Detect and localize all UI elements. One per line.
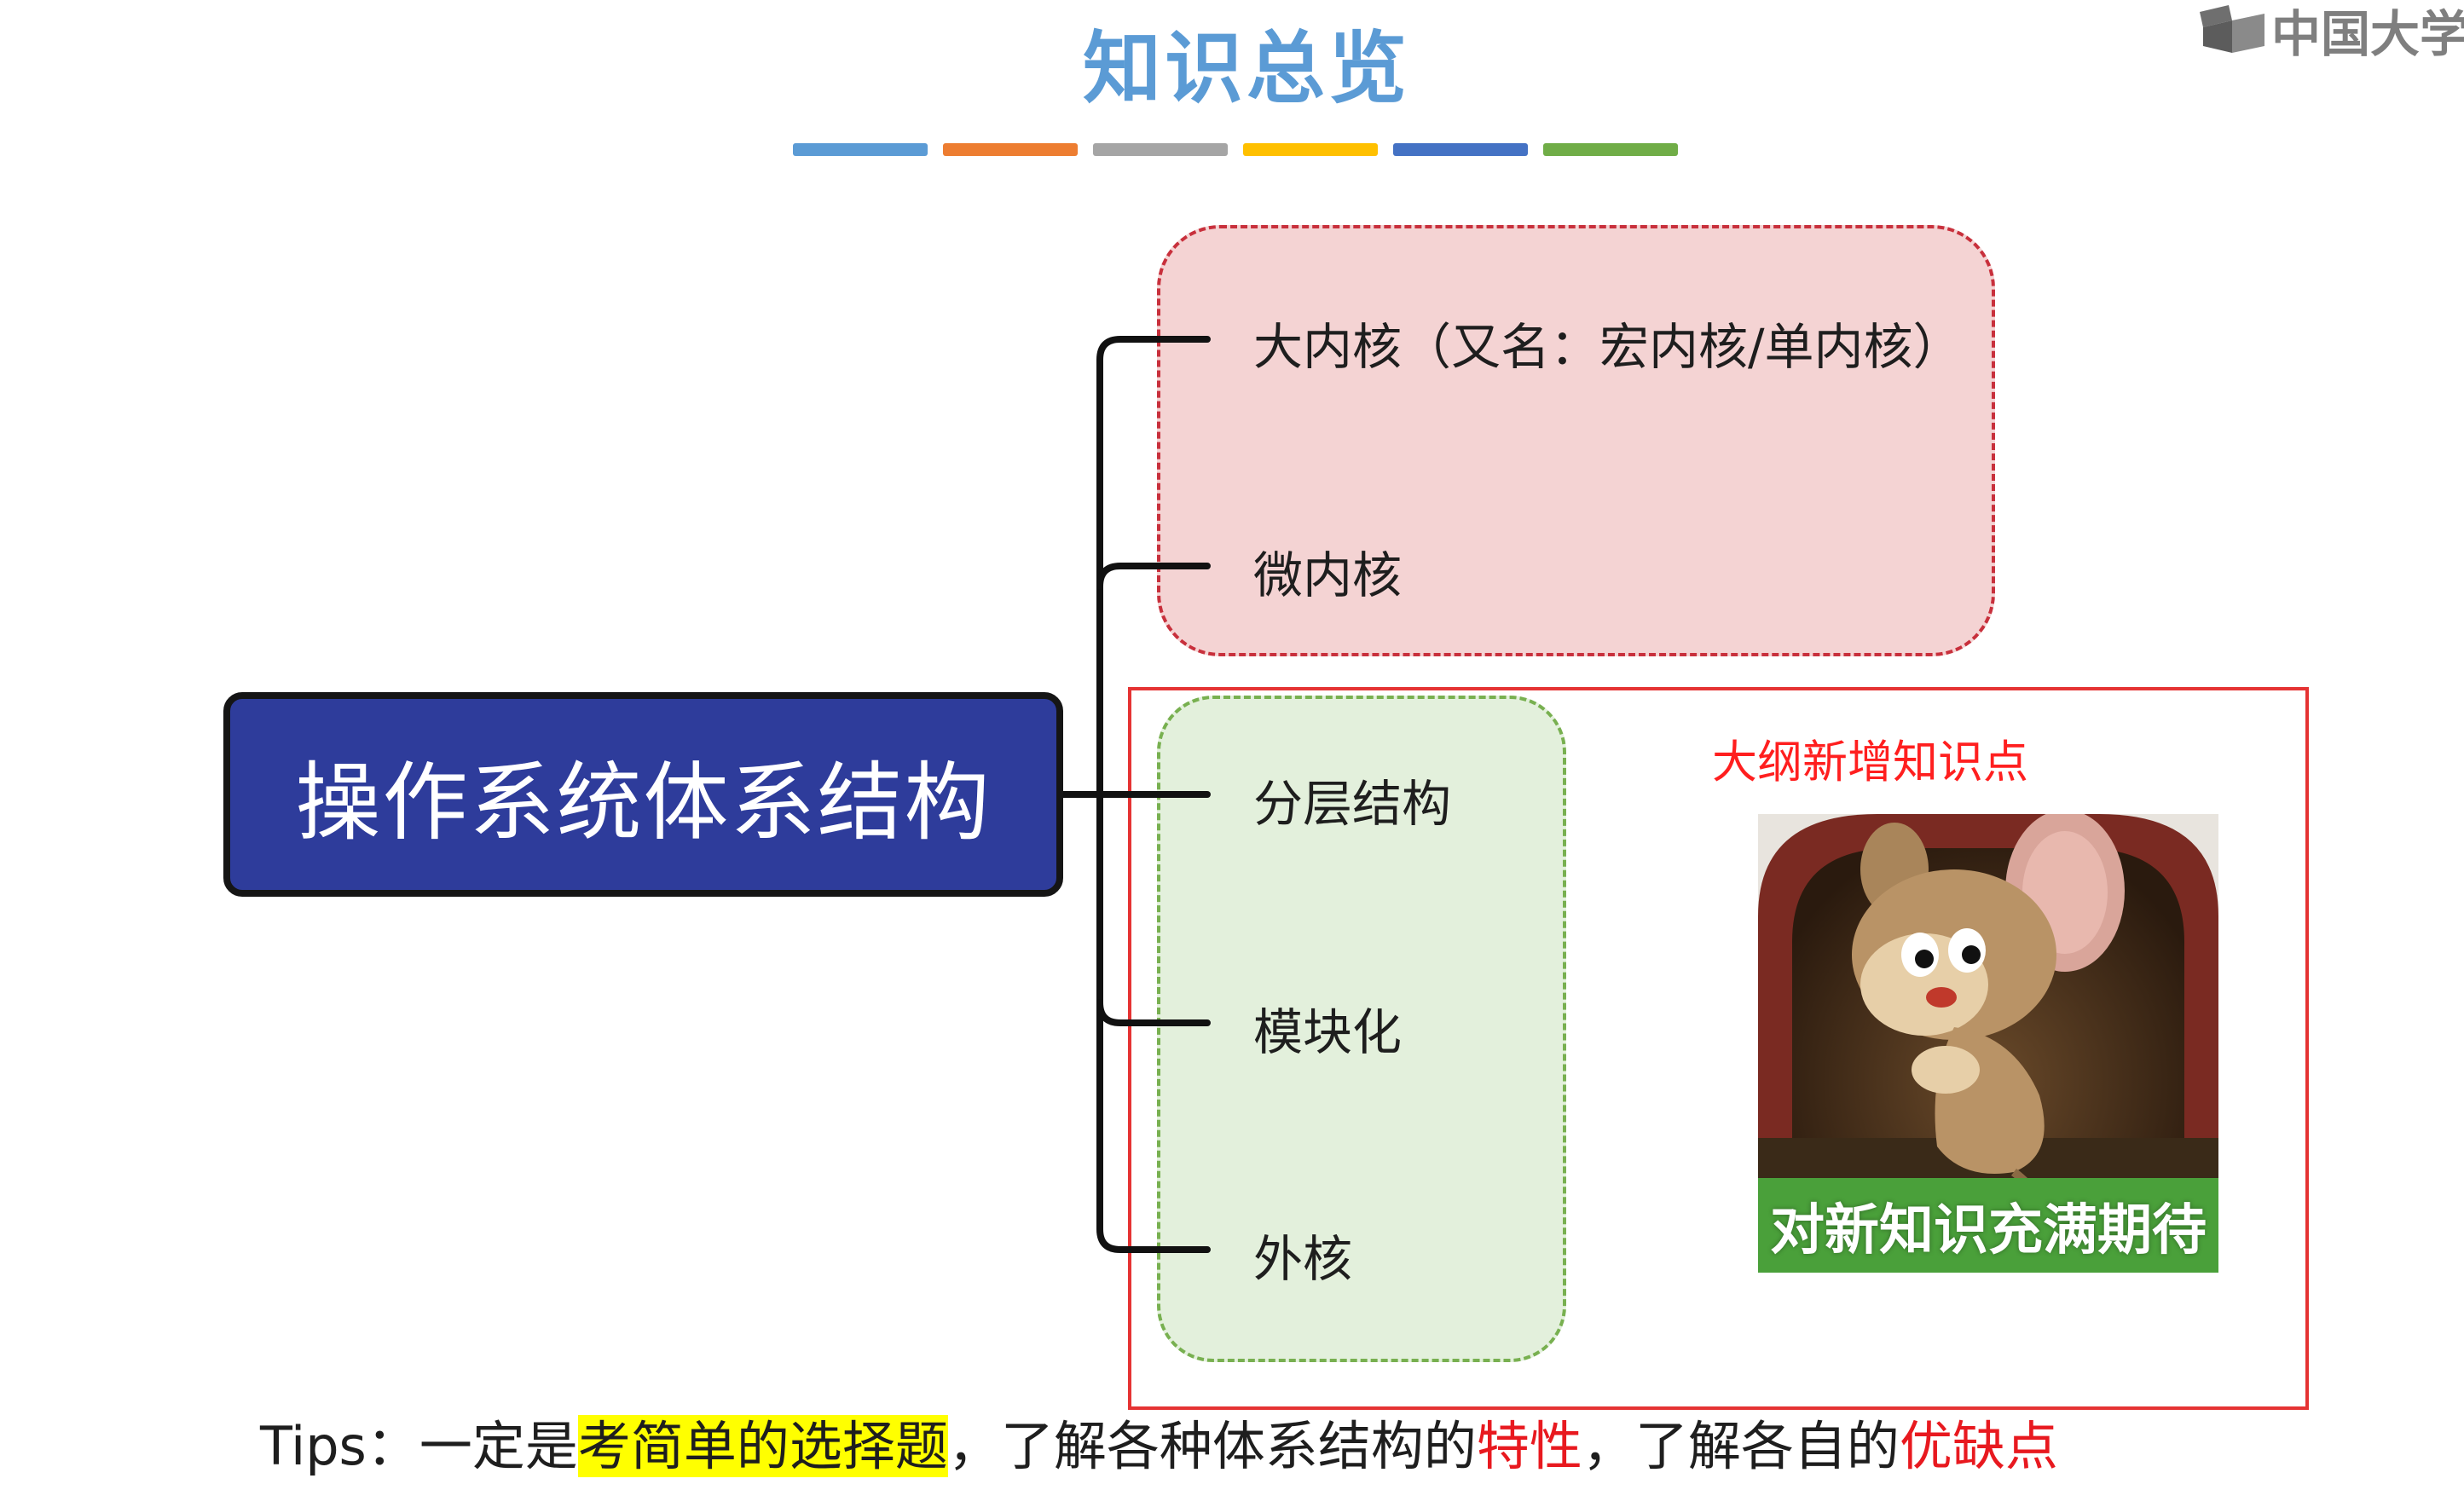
- new-topics-label: 大纲新增知识点: [1712, 736, 2028, 788]
- color-bar: [793, 143, 928, 156]
- tips-middle-2: ，了解各自的: [1582, 1415, 1900, 1477]
- mouse-picture: [1758, 814, 2218, 1273]
- new-topics-box: [1128, 687, 2309, 1410]
- branch-connector: [1096, 999, 1211, 1026]
- kernel-group-box: [1157, 225, 1995, 656]
- tips-middle: ，了解各种体系结构的: [947, 1415, 1477, 1477]
- tips-prefix: Tips：一定是: [260, 1415, 578, 1477]
- slide-title: 知识总览: [1082, 22, 1410, 114]
- color-bar: [1543, 143, 1678, 156]
- meme-caption: 对新知识充满期待: [1770, 1198, 2207, 1262]
- color-bar: [1093, 143, 1228, 156]
- leaf-monolithic-kernel: 大内核（又名：宏内核/单内核）: [1253, 318, 1963, 376]
- university-logo: 中国大学: [2198, 0, 2464, 63]
- leaf-layered-structure: 分层结构: [1253, 775, 1452, 833]
- tips-highlight: 考简单的选择题: [577, 1415, 948, 1477]
- logo-text: 中国大学: [2271, 5, 2464, 63]
- leaf-modular: 模块化: [1253, 1003, 1403, 1061]
- tips-red-characteristics: 特性: [1476, 1415, 1582, 1477]
- structure-group-box: [1157, 696, 1566, 1362]
- leaf-microkernel: 微内核: [1253, 546, 1403, 604]
- color-bar: [1243, 143, 1378, 156]
- leaf-exokernel: 外核: [1253, 1230, 1353, 1288]
- branch-connector: [1096, 563, 1211, 590]
- tips-red-pros-cons: 优缺点: [1899, 1415, 2058, 1477]
- meme-image: [1758, 814, 2218, 1273]
- root-node: 操作系统体系结构: [223, 692, 1063, 897]
- book-icon: [2200, 5, 2264, 53]
- tips-line: Tips：一定是考简单的选择题，了解各种体系结构的特性，了解各自的优缺点: [260, 1403, 2058, 1480]
- color-bar: [943, 143, 1078, 156]
- title-color-bars: [793, 143, 1678, 157]
- root-node-label: 操作系统体系结构: [295, 752, 992, 852]
- color-bar: [1393, 143, 1528, 156]
